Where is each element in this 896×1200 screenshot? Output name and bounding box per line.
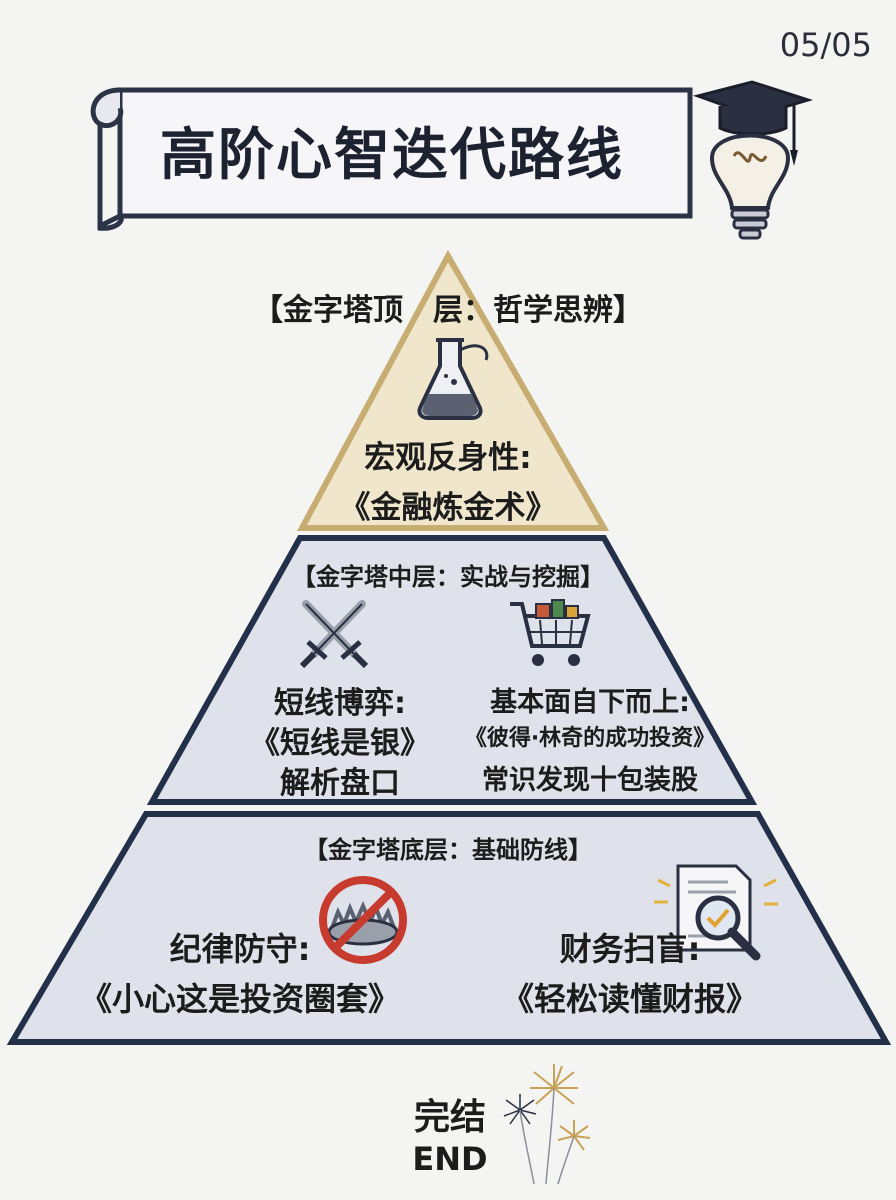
middle-right-text-3: 常识发现十包装股 xyxy=(400,758,780,797)
middle-right-text-2: 《彼得·林奇的成功投资》 xyxy=(400,720,780,752)
fireworks-icon xyxy=(496,1058,606,1188)
top-tier-label: 【金字塔顶 层：哲学思辨】 xyxy=(0,285,896,329)
base-left-text-2: 《小心这是投资圈套》 xyxy=(60,974,420,1020)
middle-right-text-1: 基本面自下而上: xyxy=(400,680,780,719)
base-right-text-1: 财务扫盲: xyxy=(440,924,820,970)
top-tier-text-2: 《金融炼金术》 xyxy=(0,482,896,527)
base-right-text-2: 《轻松读懂财报》 xyxy=(440,974,820,1020)
base-left-text-1: 纪律防守: xyxy=(60,924,420,970)
crossed-swords-icon xyxy=(296,596,372,672)
middle-tier-label: 【金字塔中层：实战与挖掘】 xyxy=(0,557,896,592)
top-tier-text-1: 宏观反身性: xyxy=(0,432,896,477)
flask-icon xyxy=(410,332,500,422)
shopping-cart-icon xyxy=(506,596,592,672)
